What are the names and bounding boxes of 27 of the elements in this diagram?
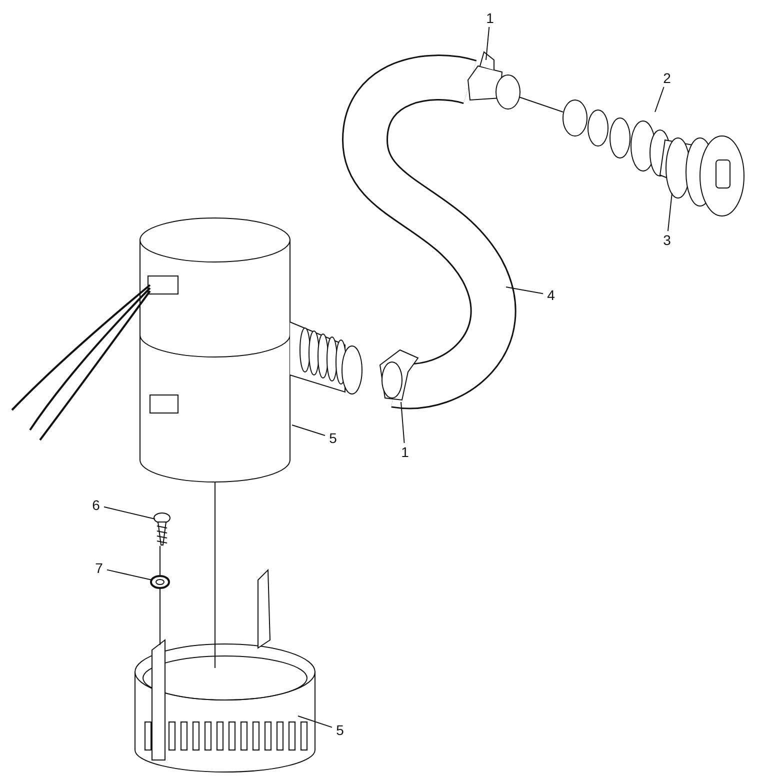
leader-line	[292, 424, 326, 436]
assembly-line	[518, 96, 564, 112]
strainer-base-drawing	[134, 568, 316, 772]
pump-drawing	[11, 218, 362, 482]
leader-line	[298, 716, 332, 728]
callout-number: 3	[659, 231, 675, 249]
screw-drawing	[154, 512, 170, 546]
hose-drawing	[342, 54, 516, 410]
callout-number: 1	[482, 9, 498, 27]
leader-line	[654, 86, 664, 112]
callout-number: 7	[91, 559, 107, 577]
callout-number: 1	[397, 443, 413, 461]
callout-number: 5	[325, 429, 341, 447]
fitting-nut-drawing	[562, 100, 670, 176]
leader-line	[506, 286, 544, 294]
assembly-line	[214, 482, 216, 668]
hose-clamp-drawing	[467, 51, 520, 110]
leader-line	[486, 26, 490, 60]
leader-line	[104, 506, 156, 520]
leader-line	[106, 569, 152, 580]
leader-line	[400, 402, 405, 444]
callout-number: 6	[88, 496, 104, 514]
thru-hull-fitting-drawing	[659, 136, 744, 216]
leader-line	[667, 192, 672, 232]
callout-number: 4	[543, 286, 559, 304]
callout-number: 5	[332, 721, 348, 739]
callout-number: 2	[659, 69, 675, 87]
